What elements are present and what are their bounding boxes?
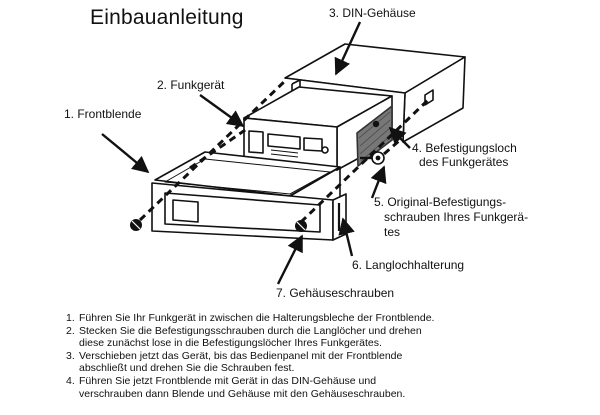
front-panel-shape <box>130 151 347 241</box>
radio-device-shape <box>243 86 393 171</box>
instruction-steps: 1. Führen Sie Ihr Funkgerät in zwischen … <box>66 312 586 400</box>
label-mounting-hole-line-1: 4. Befestigungsloch <box>412 141 517 155</box>
label-screws-line-1: 5. Original-Befestigungs- <box>374 195 507 209</box>
label-din-housing: 3. DIN-Gehäuse <box>329 6 416 20</box>
label-front-panel: 1. Frontblende <box>64 107 142 121</box>
installation-diagram <box>101 21 466 285</box>
label-slot-bracket: 6. Langlochhalterung <box>352 258 465 272</box>
page-title: Einbauanleitung <box>90 6 244 29</box>
instruction-step: 3. Verschieben jetzt das Gerät, bis das … <box>66 349 403 375</box>
label-mounting-hole-line-2: des Funkgerätes <box>419 155 509 169</box>
instruction-step: 4. Führen Sie jetzt Frontblende mit Gerä… <box>66 374 406 400</box>
label-screws-line-2: schrauben Ihres Funkgerä- <box>384 210 529 224</box>
instruction-step: 1. Führen Sie Ihr Funkgerät in zwischen … <box>66 312 435 324</box>
label-radio: 2. Funkgerät <box>157 78 225 92</box>
label-screws-line-3: tes <box>384 225 401 239</box>
label-housing-screws: 7. Gehäuseschrauben <box>276 286 395 300</box>
fixing-screw-shape <box>360 151 385 165</box>
instruction-step: 2. Stecken Sie die Befestigungsschrauben… <box>66 324 422 350</box>
callout-arrows <box>101 21 411 285</box>
